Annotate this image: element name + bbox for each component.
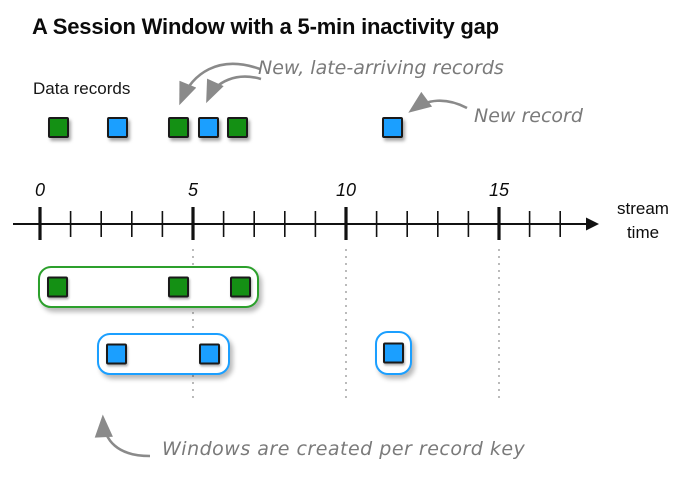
- tick-label-10: 10: [335, 180, 357, 200]
- blue-record-square: [198, 117, 219, 138]
- tick-label-0: 0: [34, 180, 46, 200]
- axis-caption: stream time: [602, 197, 684, 245]
- windows-note-arrow-icon: [94, 414, 151, 458]
- late-records-annotation: New, late-arriving records: [258, 57, 504, 79]
- blue-record-square: [198, 343, 220, 365]
- axis-caption-line1: stream: [617, 199, 669, 218]
- blue-session-window: [97, 333, 230, 375]
- green-record-square: [167, 276, 189, 298]
- data-records-label: Data records: [33, 79, 131, 98]
- windows-note-annotation: Windows are created per record key: [162, 438, 526, 460]
- green-record-square: [48, 117, 69, 138]
- tick-label-15: 15: [488, 180, 510, 200]
- late-records-arrow-2-icon: [206, 75, 262, 104]
- green-record-square: [168, 117, 189, 138]
- axis-arrowhead-icon: [586, 217, 599, 231]
- blue-record-square: [382, 342, 404, 364]
- green-record-square: [229, 276, 251, 298]
- green-record-square: [227, 117, 248, 138]
- green-session-window: [38, 266, 259, 308]
- late-records-arrow-1-icon: [179, 62, 261, 106]
- diagram-title: A Session Window with a 5-min inactivity…: [32, 14, 499, 39]
- blue-record-square: [105, 343, 127, 365]
- tick-label-5: 5: [187, 180, 199, 200]
- stream-time-axis: [13, 207, 599, 240]
- blue-record-square: [382, 117, 403, 138]
- blue-record-square: [107, 117, 128, 138]
- axis-caption-line2: time: [626, 223, 660, 242]
- new-record-arrow-icon: [408, 91, 468, 113]
- green-record-square: [46, 276, 68, 298]
- blue-session-window: [375, 331, 412, 375]
- new-record-annotation: New record: [474, 105, 583, 127]
